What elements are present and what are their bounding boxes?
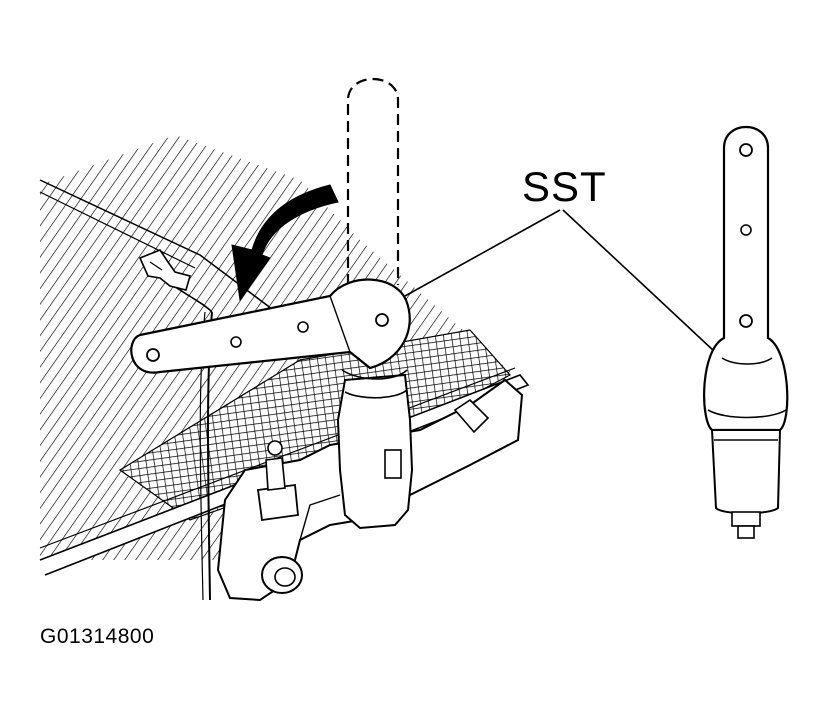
sst-handle-installed [130,278,411,374]
figure-id: G01314800 [40,625,155,648]
sst-label: SST [522,163,607,210]
rotation-arrow-icon [231,184,339,302]
handle-start-position [346,78,400,285]
sst-tool-standalone [703,125,789,539]
sst-leader-lines [404,209,716,353]
drain-plug-body [336,369,414,530]
hose-clip [138,249,191,291]
